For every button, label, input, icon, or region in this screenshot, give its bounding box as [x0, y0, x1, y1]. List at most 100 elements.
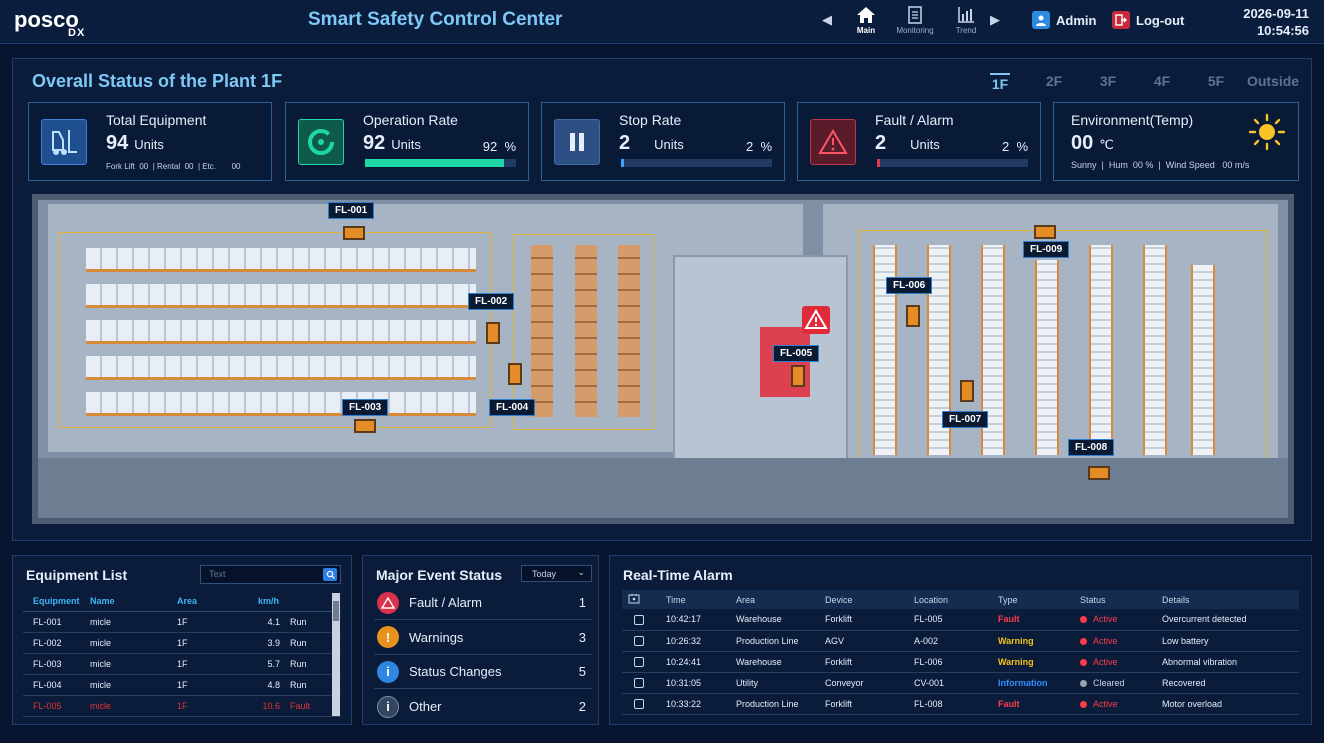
select-all-icon[interactable] [622, 590, 660, 609]
forklift-label-fl-002[interactable]: FL-002 [468, 293, 515, 310]
user-menu[interactable]: Admin [1032, 11, 1096, 29]
tab-4f[interactable]: 4F [1153, 73, 1171, 89]
forklift-label-fl-001[interactable]: FL-001 [328, 202, 375, 219]
forklift-marker[interactable] [343, 226, 365, 240]
tab-5f[interactable]: 5F [1207, 73, 1225, 89]
event-row[interactable]: i Other 2 [374, 690, 592, 724]
col-name[interactable]: Name [80, 592, 167, 612]
table-row[interactable]: 10:33:22 Production Line Forklift FL-008… [622, 693, 1299, 715]
forklift-marker[interactable] [906, 305, 920, 327]
period-select[interactable]: Today⌄ [521, 565, 592, 582]
card-label: Stop Rate [619, 112, 682, 128]
nav-main[interactable]: Main [841, 6, 891, 35]
col-area[interactable]: Area [167, 592, 248, 612]
alarm-time: 10:24:41 [660, 651, 730, 673]
row-checkbox[interactable] [622, 609, 660, 631]
row-checkbox[interactable] [622, 693, 660, 715]
row-checkbox[interactable] [622, 651, 660, 673]
tab-2f[interactable]: 2F [1045, 73, 1063, 89]
alert-marker-icon[interactable] [802, 306, 830, 334]
floor-tabs: 1F 2F 3F 4F 5F Outside [973, 73, 1303, 92]
tab-outside[interactable]: Outside [1246, 73, 1300, 89]
nav-monitoring[interactable]: Monitoring [890, 6, 940, 35]
row-checkbox[interactable] [622, 672, 660, 694]
table-row[interactable]: 10:26:32 Production Line AGV A-002 Warni… [622, 630, 1299, 652]
info-circle-icon: i [377, 695, 399, 718]
forklift-label-fl-003[interactable]: FL-003 [342, 399, 389, 416]
equipment-name: micle [80, 695, 167, 717]
chart-icon [958, 7, 974, 23]
rack-column [575, 245, 597, 417]
col-location[interactable]: Location [908, 590, 992, 609]
tab-3f[interactable]: 3F [1099, 73, 1117, 89]
utility-rooms [38, 458, 1288, 518]
col-device[interactable]: Device [819, 590, 908, 609]
search-icon[interactable] [323, 568, 337, 581]
forklift-label-fl-005[interactable]: FL-005 [773, 345, 820, 362]
scrollbar[interactable] [332, 593, 340, 716]
forklift-marker[interactable] [1088, 466, 1110, 480]
nav-prev-icon[interactable]: ◀ [822, 12, 832, 27]
alarm-area: Utility [730, 672, 819, 694]
row-checkbox[interactable] [622, 630, 660, 652]
panel-title: Major Event Status [376, 567, 503, 583]
col-speed[interactable]: km/h [248, 592, 341, 612]
table-row[interactable]: 10:24:41 Warehouse Forklift FL-006 Warni… [622, 651, 1299, 673]
col-equipment[interactable]: Equipment [23, 592, 80, 612]
col-type[interactable]: Type [992, 590, 1074, 609]
environment-card: Environment(Temp) 00℃ Sunny | Hum 00 % |… [1053, 102, 1299, 181]
alarm-location: FL-005 [908, 609, 992, 631]
chevron-down-icon: ⌄ [577, 567, 585, 577]
table-row[interactable]: 10:31:05 Utility Conveyor CV-001 Informa… [622, 672, 1299, 694]
equipment-id: FL-004 [23, 674, 80, 696]
nav-trend[interactable]: Trend [941, 6, 991, 35]
col-details[interactable]: Details [1156, 590, 1299, 609]
forklift-marker[interactable] [1034, 225, 1056, 239]
forklift-label-fl-004[interactable]: FL-004 [489, 399, 536, 416]
forklift-label-fl-007[interactable]: FL-007 [942, 411, 989, 428]
logout-button[interactable]: Log-out [1112, 11, 1184, 29]
alarm-location: FL-008 [908, 693, 992, 715]
rack-row [86, 320, 476, 344]
equipment-status: Run [280, 653, 341, 675]
forklift-marker[interactable] [960, 380, 974, 402]
event-row[interactable]: i Status Changes 5 [374, 655, 592, 689]
col-status[interactable]: Status [1074, 590, 1156, 609]
forklift-marker[interactable] [354, 419, 376, 433]
forklift-label-fl-008[interactable]: FL-008 [1068, 439, 1115, 456]
forklift-label-fl-006[interactable]: FL-006 [886, 277, 933, 294]
col-time[interactable]: Time [660, 590, 730, 609]
rack-column [1089, 245, 1113, 455]
rack-row [86, 392, 476, 416]
realtime-alarm-panel: Real-Time Alarm Time Area Device Locatio… [609, 555, 1312, 725]
forklift-marker[interactable] [486, 322, 500, 344]
equipment-speed: 4.8 [248, 674, 280, 696]
search-input[interactable]: Text [200, 565, 341, 584]
equipment-status: Run [280, 674, 341, 696]
tab-1f[interactable]: 1F [990, 73, 1010, 92]
forklift-marker[interactable] [508, 363, 522, 385]
total-breakdown: Fork Lift 00 | Rental 00 | Etc. 00 [106, 162, 241, 171]
alarm-status: Active [1074, 609, 1156, 631]
forklift-label-fl-009[interactable]: FL-009 [1023, 241, 1070, 258]
sun-icon [1248, 113, 1286, 156]
col-area[interactable]: Area [730, 590, 819, 609]
table-row[interactable]: 10:42:17 Warehouse Forklift FL-005 Fault… [622, 609, 1299, 631]
info-icon: i [377, 660, 399, 683]
event-row[interactable]: ! Warnings 3 [374, 621, 592, 655]
equipment-id: FL-002 [23, 632, 80, 654]
forklift-marker[interactable] [791, 365, 805, 387]
equipment-area: 1F [167, 632, 248, 654]
equipment-name: micle [80, 632, 167, 654]
event-row[interactable]: Fault / Alarm 1 [374, 586, 592, 620]
nav-next-icon[interactable]: ▶ [990, 12, 1000, 27]
pause-icon [554, 119, 600, 165]
plant-floor-map[interactable]: FL-001 FL-002 FL-003 FL-004 FL-005 FL-00… [32, 194, 1294, 524]
